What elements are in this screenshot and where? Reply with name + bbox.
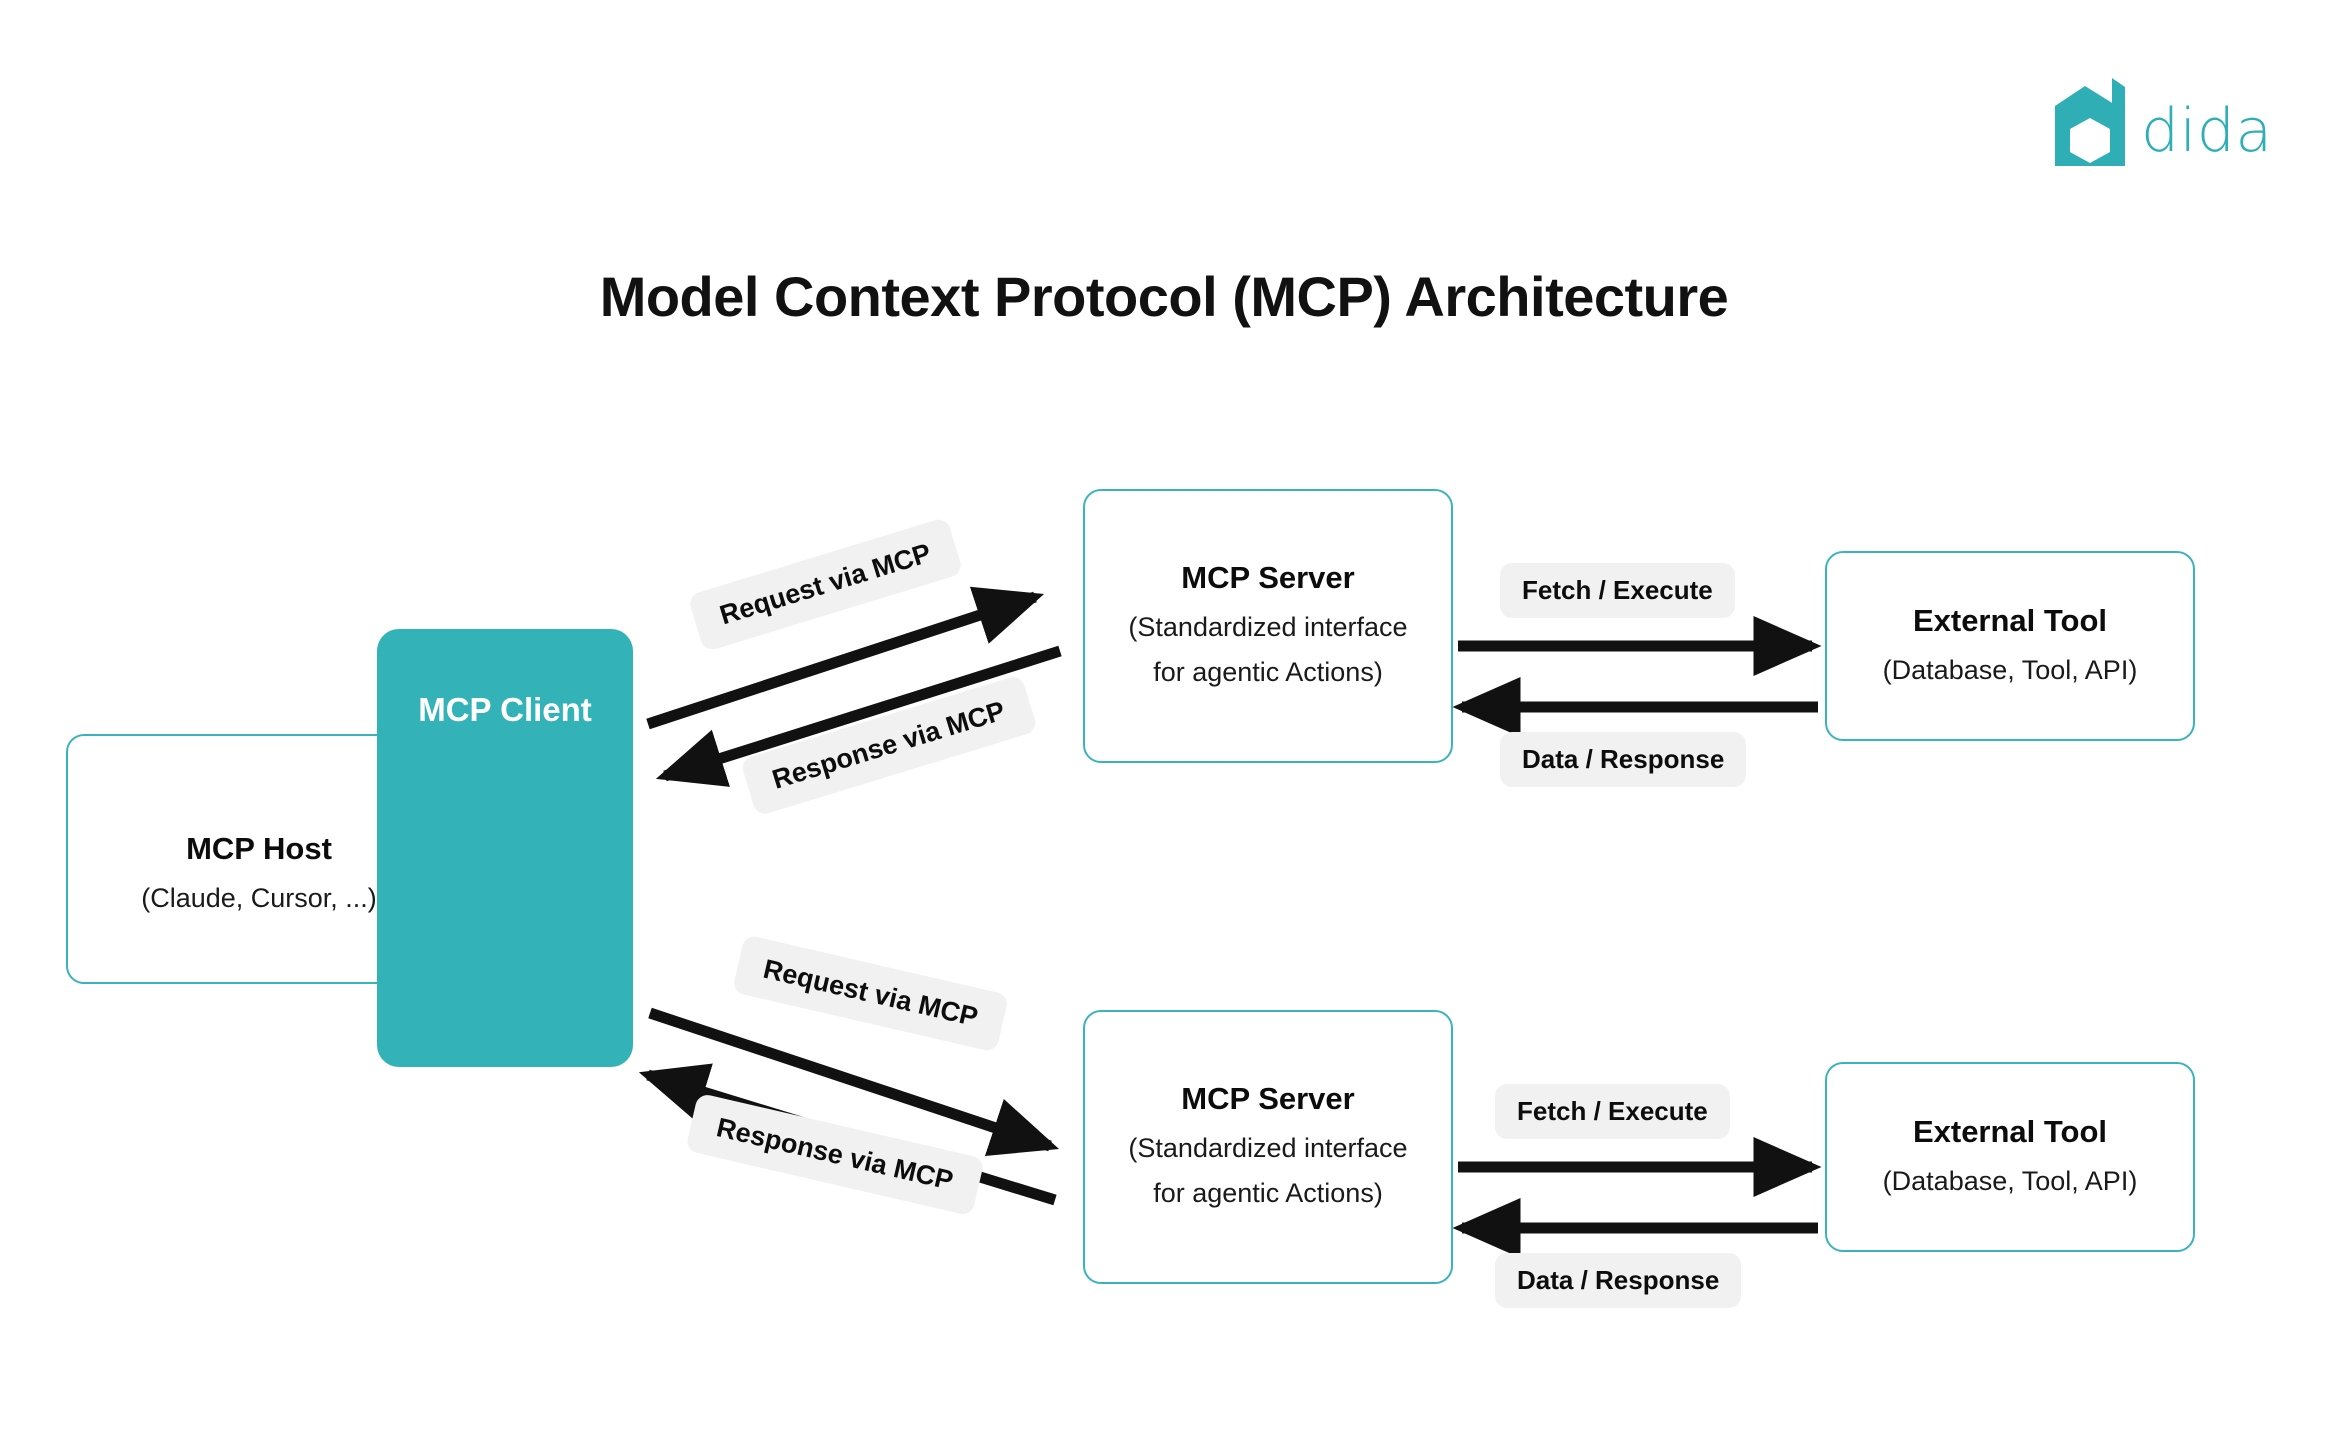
edge-label-fetch-bottom: Fetch / Execute	[1495, 1084, 1730, 1139]
mcp-server-bottom-subtitle-line2: for agentic Actions)	[1153, 1178, 1383, 1209]
dida-wordmark: dida	[2141, 96, 2273, 166]
mcp-client-title: MCP Client	[418, 691, 592, 728]
external-tool-top-title: External Tool	[1912, 603, 2108, 639]
dida-logo: dida	[2055, 78, 2285, 166]
mcp-server-bottom-subtitle-line1: (Standardized interface	[1128, 1133, 1408, 1164]
node-external-tool-top[interactable]: External Tool (Database, Tool, API)	[1825, 551, 2195, 741]
edge-label-data-bottom: Data / Response	[1495, 1253, 1742, 1308]
external-tool-bottom-subtitle: (Database, Tool, API)	[1882, 1165, 2138, 1196]
edge-label-request-bottom: Request via MCP	[731, 934, 1010, 1053]
external-tool-bottom-title: External Tool	[1912, 1114, 2108, 1150]
mcp-host-title: MCP Host	[186, 831, 332, 867]
edge-label-response-bottom: Response via MCP	[685, 1092, 985, 1217]
edge-label-data-top: Data / Response	[1500, 732, 1747, 787]
node-external-tool-bottom[interactable]: External Tool (Database, Tool, API)	[1825, 1062, 2195, 1252]
dida-hexagon-d-logo-icon	[2055, 78, 2125, 166]
node-mcp-client[interactable]: MCP Client	[377, 629, 633, 1067]
edge-label-fetch-top: Fetch / Execute	[1500, 563, 1735, 618]
node-mcp-server-bottom[interactable]: MCP Server (Standardized interface for a…	[1083, 1010, 1453, 1284]
page-title: Model Context Protocol (MCP) Architectur…	[599, 265, 1729, 328]
edge-label-request-top: Request via MCP	[687, 516, 964, 653]
mcp-host-subtitle: (Claude, Cursor, ...)	[141, 882, 377, 913]
mcp-server-top-subtitle-line1: (Standardized interface	[1128, 612, 1408, 643]
node-mcp-server-top[interactable]: MCP Server (Standardized interface for a…	[1083, 489, 1453, 763]
external-tool-top-subtitle: (Database, Tool, API)	[1882, 654, 2138, 685]
mcp-server-top-subtitle-line2: for agentic Actions)	[1153, 657, 1383, 688]
mcp-server-top-title: MCP Server	[1181, 560, 1355, 596]
mcp-server-bottom-title: MCP Server	[1181, 1081, 1355, 1117]
edge-label-response-top: Response via MCP	[739, 674, 1038, 817]
